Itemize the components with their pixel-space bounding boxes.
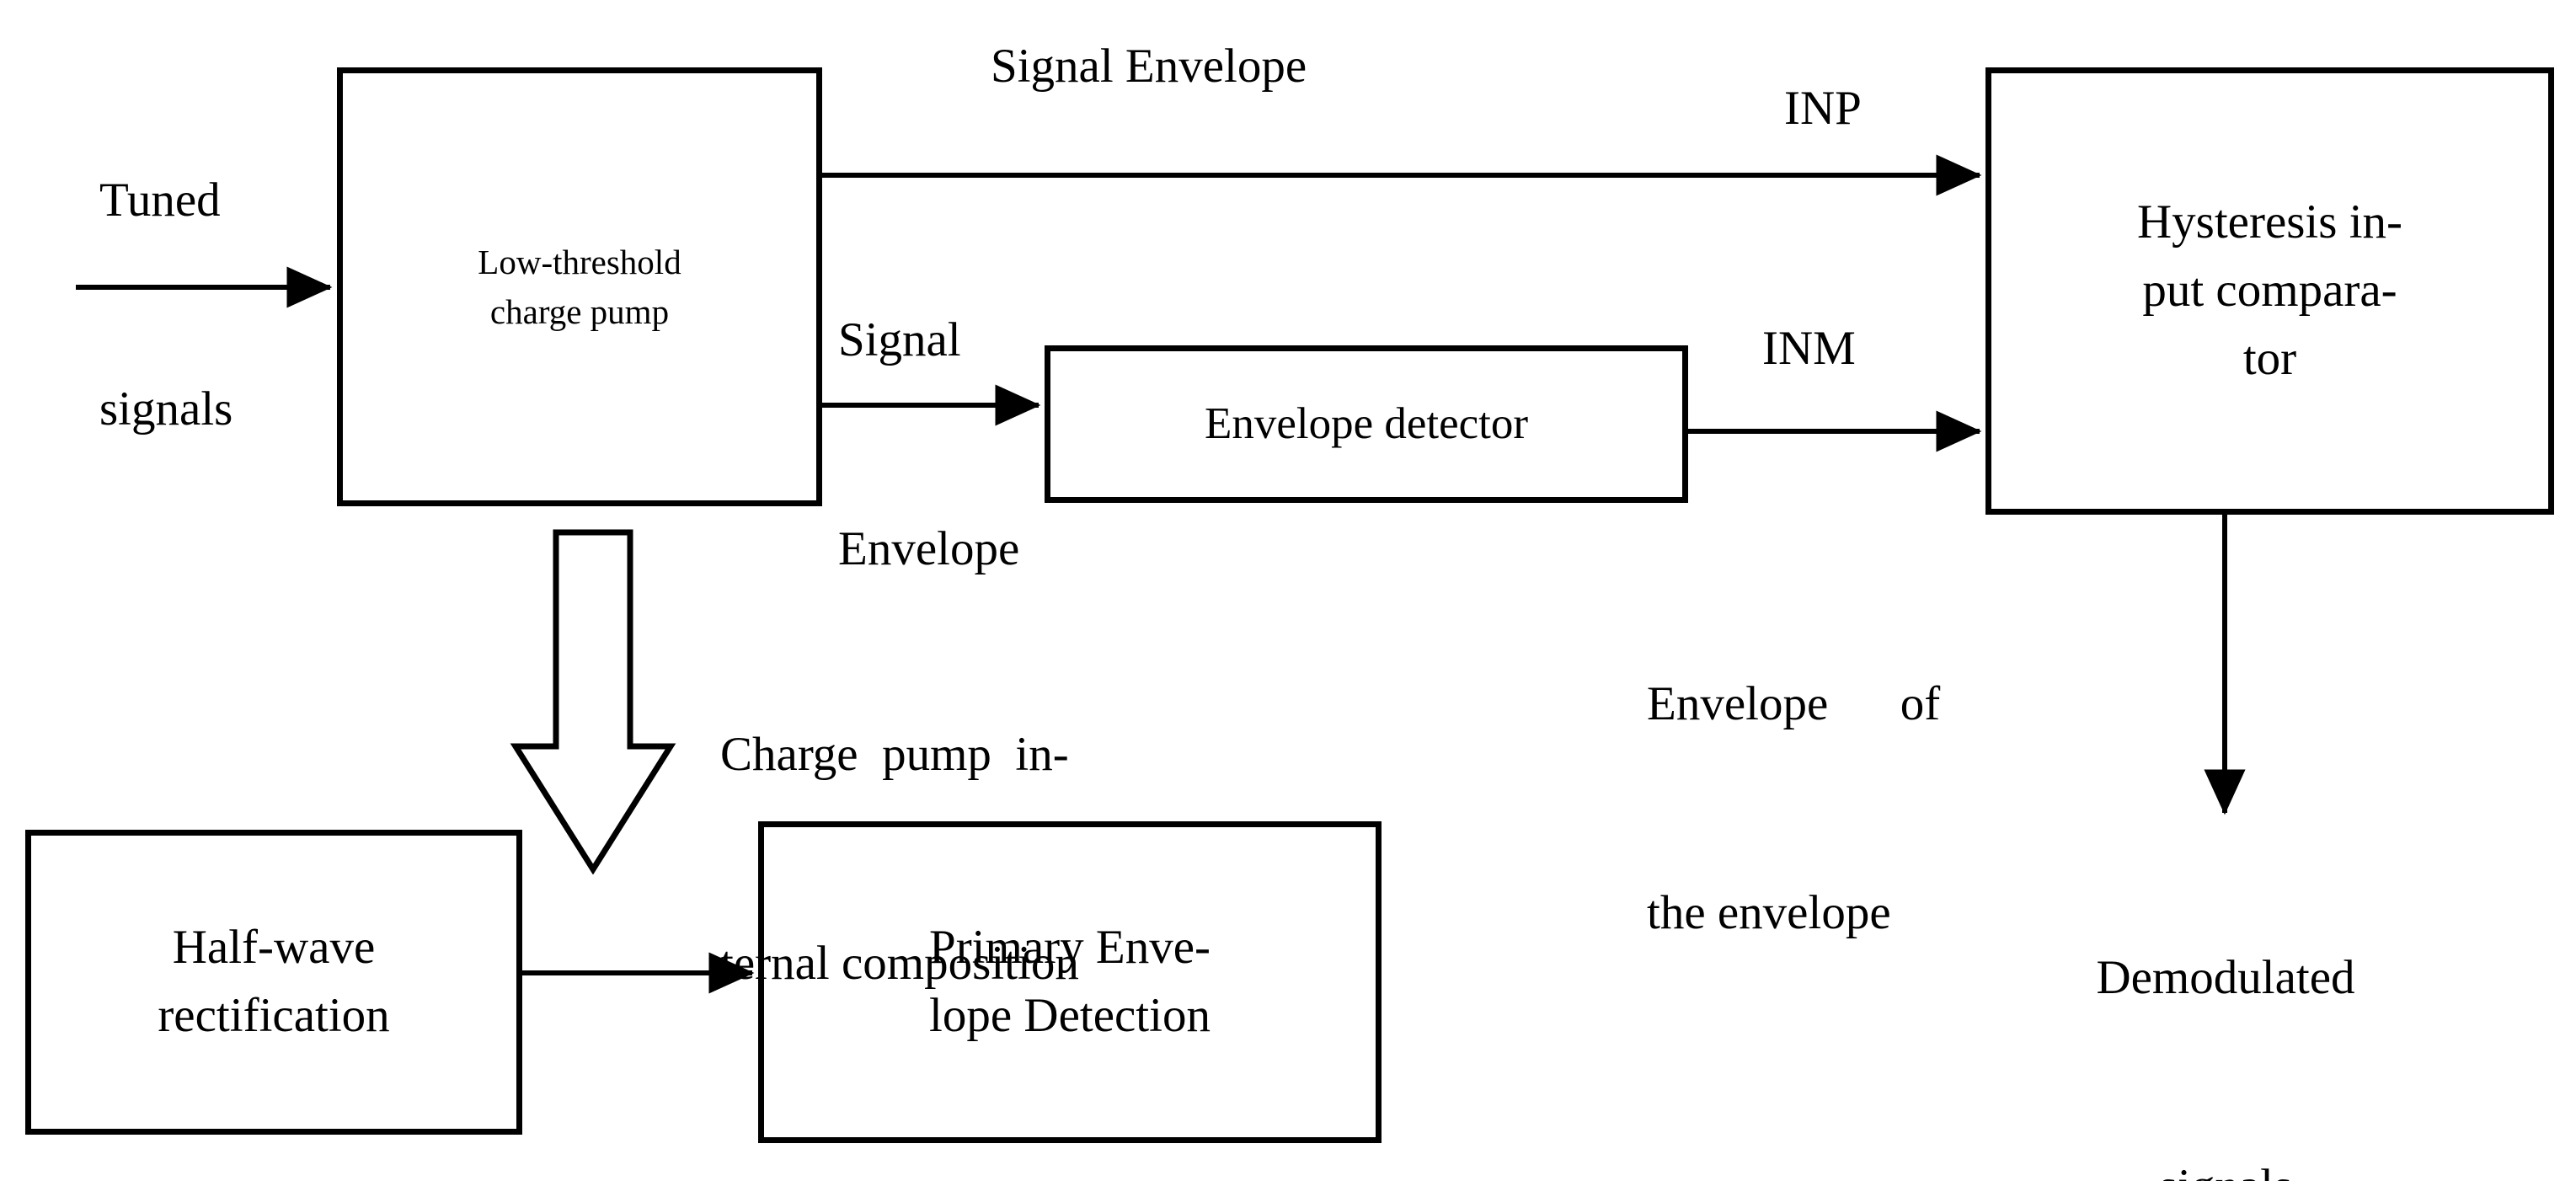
- label-envelope-of-the-envelope: Envelope of the envelope: [1647, 531, 1940, 1087]
- label-charge-pump-internal-composition: Charge pump in- ternal composition: [720, 581, 1079, 1138]
- hysteresis-line3: tor: [2242, 331, 2297, 385]
- charge-pump-internal-line2: ternal composition: [720, 937, 1079, 991]
- block-expansion-arrow-icon: [510, 529, 676, 874]
- demodulated-line1: Demodulated: [2096, 951, 2355, 1005]
- block-envelope-detector[interactable]: Envelope detector: [1045, 345, 1688, 503]
- tuned-signals-line1: Tuned: [99, 174, 221, 227]
- charge-pump-line2: charge pump: [489, 291, 670, 331]
- label-signal-envelope-stacked: Signal Envelope: [838, 167, 1019, 724]
- envelope-of-envelope-line1: Envelope of: [1647, 677, 1941, 731]
- charge-pump-line1: Low-threshold: [478, 243, 681, 282]
- half-wave-line1: Half-wave: [172, 921, 376, 975]
- tuned-signals-line2: signals: [99, 382, 233, 436]
- primary-envelope-line1: Primary Enve-: [929, 921, 1211, 975]
- block-hysteresis-input-comparator[interactable]: Hysteresis in- put compara- tor: [1985, 67, 2554, 515]
- label-tuned-signals: Tuned signals: [99, 27, 232, 584]
- block-primary-envelope-detection[interactable]: Primary Enve- lope Detection: [758, 821, 1382, 1143]
- half-wave-line2: rectification: [158, 989, 390, 1042]
- label-demodulated-signals: Demodulated signals: [2049, 804, 2402, 1181]
- hysteresis-line1: Hysteresis in-: [2136, 195, 2403, 249]
- primary-envelope-line2: lope Detection: [929, 989, 1211, 1042]
- block-low-threshold-charge-pump[interactable]: Low-threshold charge pump: [337, 67, 822, 506]
- label-inp: INP: [1784, 82, 1862, 135]
- demodulated-line2: signals: [2049, 1152, 2402, 1181]
- charge-pump-internal-line1: Charge pump in-: [720, 728, 1069, 782]
- label-signal-envelope-top: Signal Envelope: [991, 40, 1307, 93]
- label-inm: INM: [1762, 322, 1856, 375]
- block-half-wave-rectification[interactable]: Half-wave rectification: [25, 830, 522, 1135]
- signal-envelope-line1: Signal: [838, 313, 961, 367]
- hysteresis-line2: put compara-: [2142, 264, 2397, 318]
- envelope-of-envelope-line2: the envelope: [1647, 886, 1891, 940]
- signal-envelope-line2: Envelope: [838, 522, 1020, 576]
- envelope-detector-line1: Envelope detector: [1204, 398, 1529, 448]
